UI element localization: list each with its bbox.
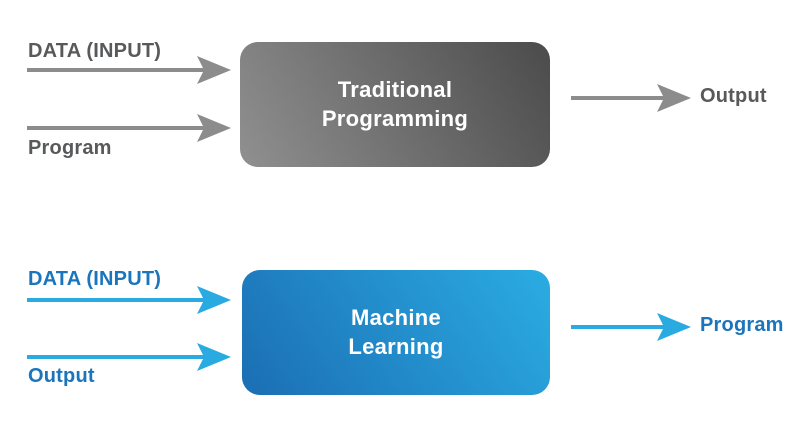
- traditional-input-program-label: Program: [28, 137, 112, 159]
- box-label-line-1: Traditional: [337, 77, 453, 103]
- traditional-programming-box-label: Traditional Programming: [322, 76, 468, 132]
- machine-learning-box-label: Machine Learning: [348, 304, 443, 360]
- ml-program-label: Program: [700, 314, 784, 336]
- traditional-output-arrow: [571, 84, 691, 112]
- arrow-shaft: [27, 298, 205, 302]
- arrow-shaft: [27, 68, 205, 72]
- ml-output-input-arrow: [27, 343, 231, 371]
- traditional-data-arrow: [27, 56, 231, 84]
- traditional-output-label: Output: [700, 85, 767, 107]
- box-label-line-2: Learning: [348, 333, 444, 359]
- arrow-head-icon: [197, 343, 231, 371]
- traditional-programming-box: Traditional Programming: [240, 42, 550, 167]
- box-label-line-2: Programming: [321, 105, 469, 131]
- ml-input-output-label: Output: [28, 365, 95, 387]
- arrow-head-icon: [657, 313, 691, 341]
- ml-input-data-label: DATA (INPUT): [28, 268, 162, 290]
- ml-data-arrow: [27, 286, 231, 314]
- arrow-head-icon: [197, 114, 231, 142]
- arrow-shaft: [571, 325, 665, 329]
- arrow-shaft: [27, 355, 205, 359]
- box-label-line-1: Machine: [350, 305, 442, 331]
- ml-program-arrow: [571, 313, 691, 341]
- traditional-program-arrow: [27, 114, 231, 142]
- arrow-head-icon: [197, 56, 231, 84]
- arrow-shaft: [571, 96, 665, 100]
- machine-learning-box: Machine Learning: [242, 270, 550, 395]
- arrow-head-icon: [197, 286, 231, 314]
- arrow-head-icon: [657, 84, 691, 112]
- arrow-shaft: [27, 126, 205, 130]
- traditional-input-data-label: DATA (INPUT): [28, 40, 162, 62]
